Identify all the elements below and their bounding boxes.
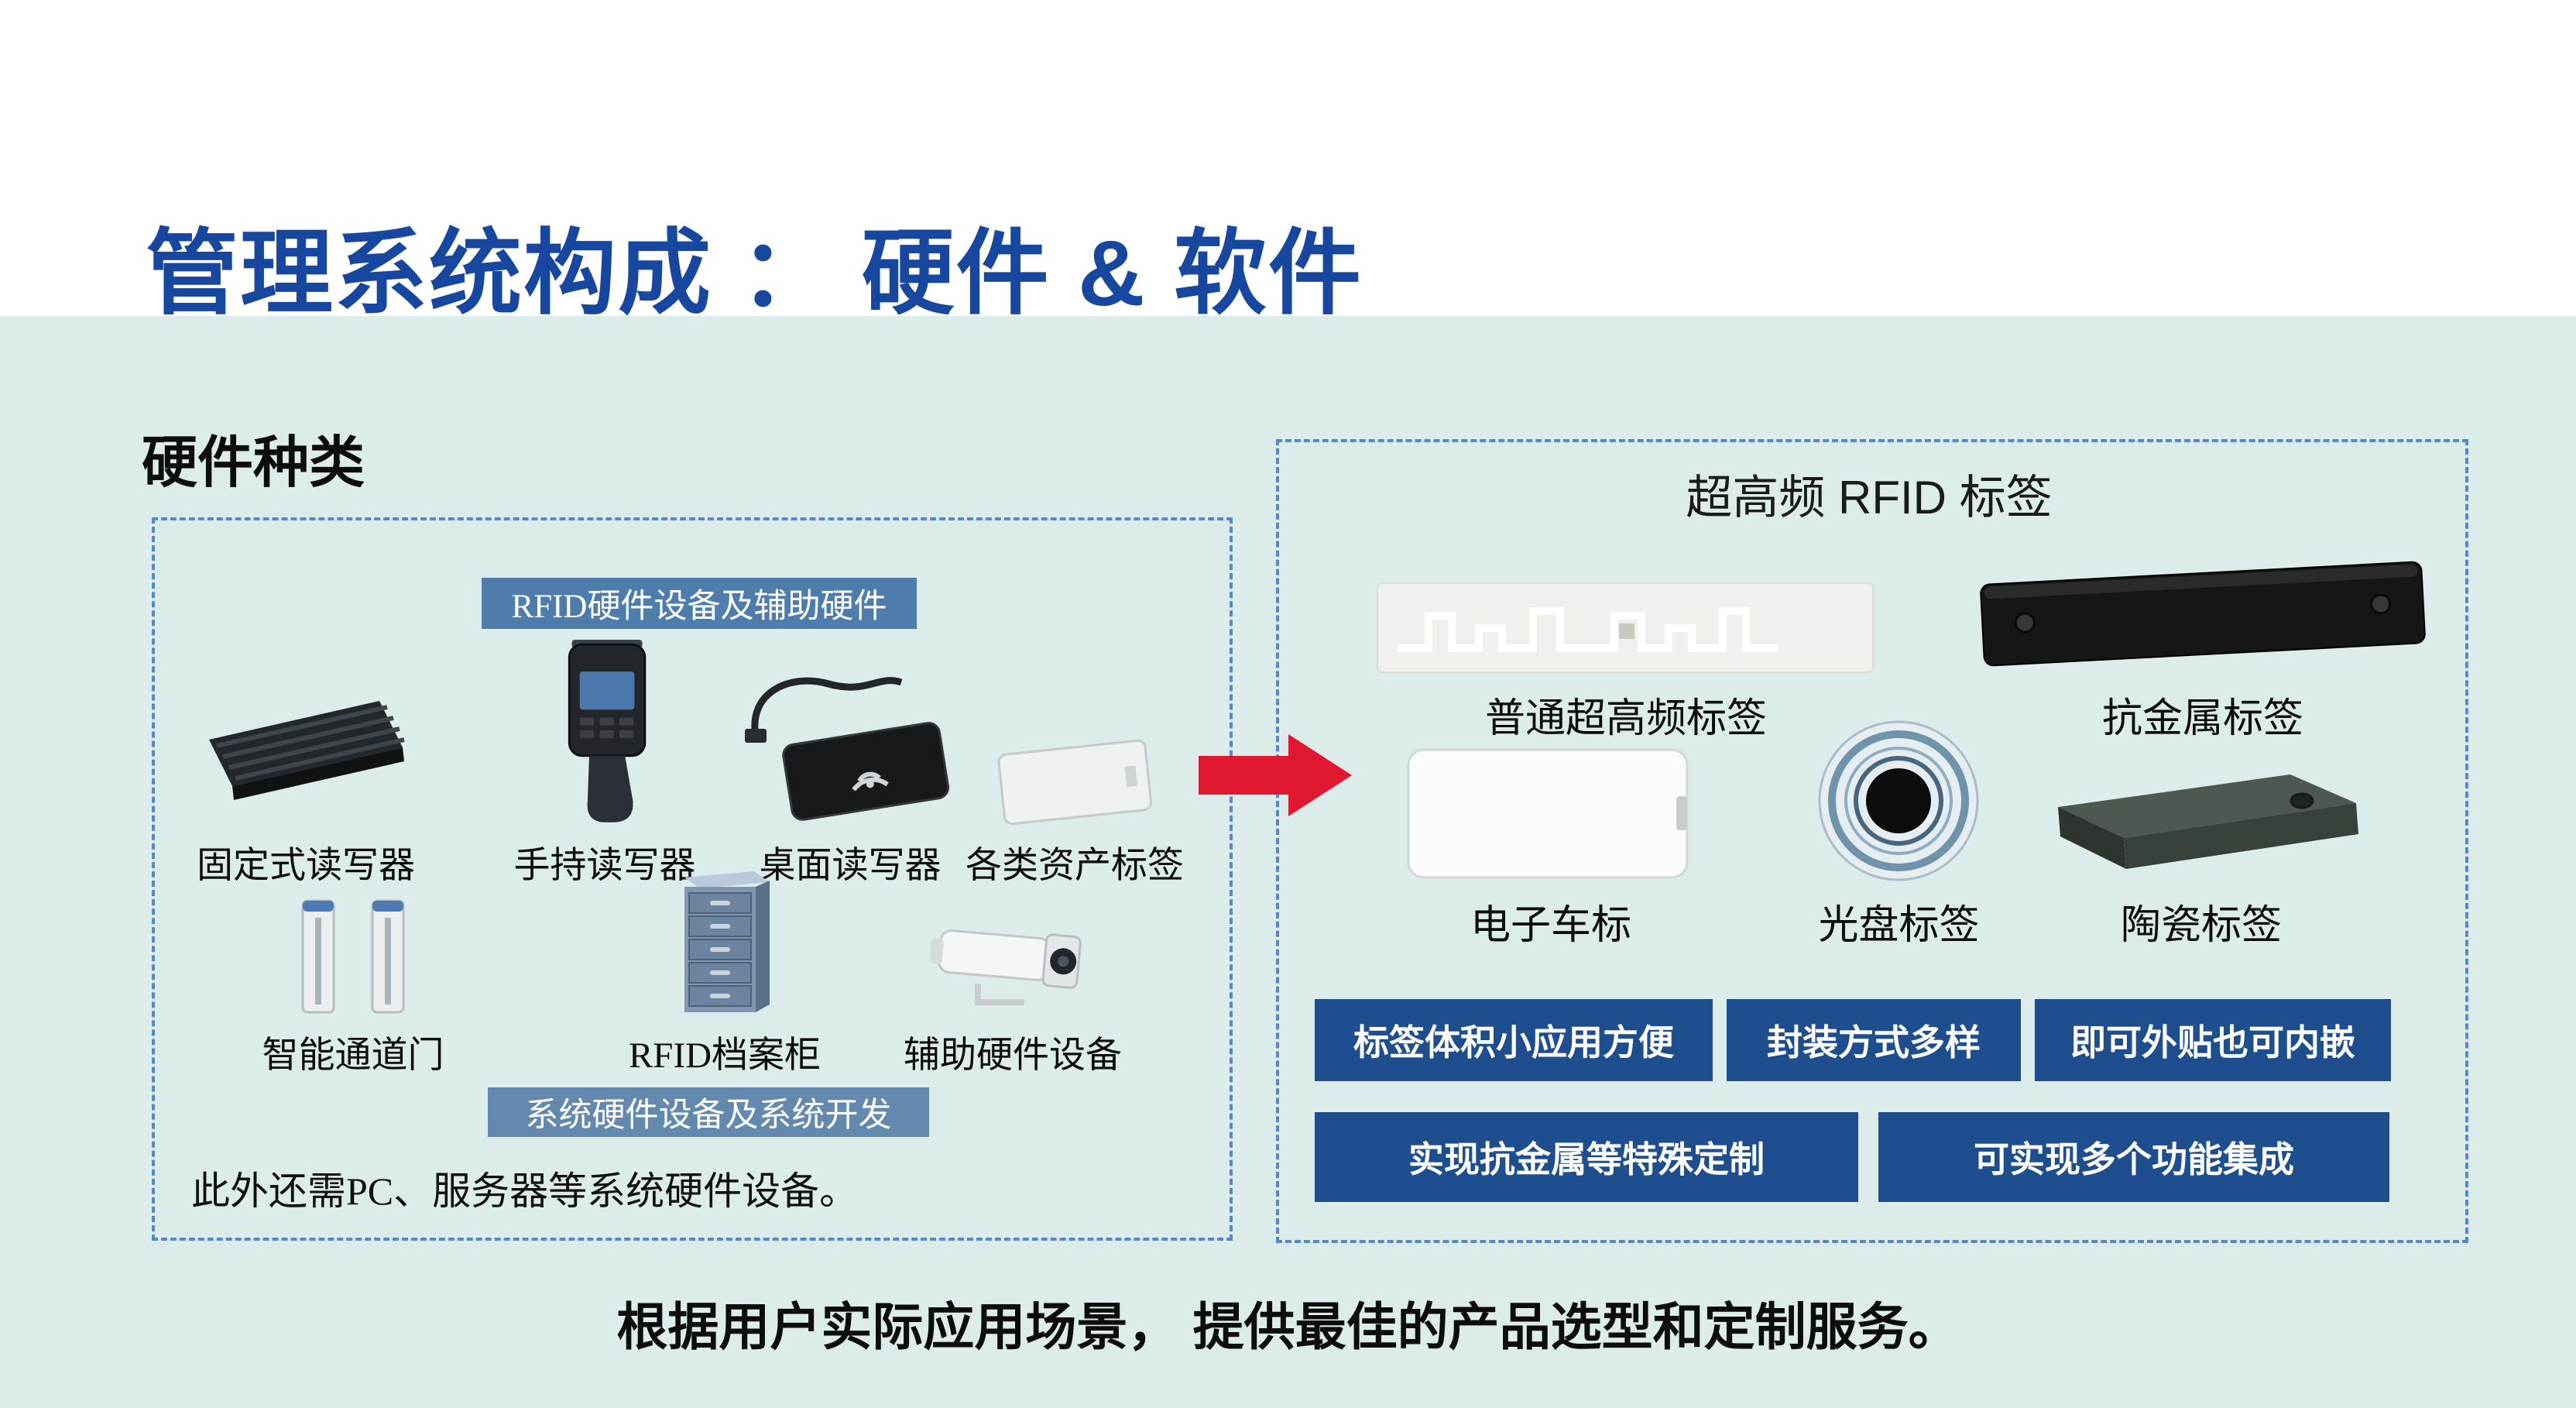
handheld-reader-icon	[568, 640, 646, 822]
device-auxiliary: 辅助硬件设备	[897, 860, 1129, 1078]
tag-label: 光盘标签	[1818, 904, 1980, 948]
tag-label: 抗金属标签	[2101, 697, 2303, 741]
vehicle-tag-icon	[1407, 748, 1689, 879]
smart-gate-image	[237, 860, 469, 1018]
asset-tags-image	[959, 635, 1191, 829]
hardware-section-heading: 硬件种类	[142, 432, 365, 494]
device-label: RFID档案柜	[628, 1035, 822, 1076]
anti-metal-tag-image	[1971, 550, 2435, 678]
handheld-reader-image	[500, 635, 709, 829]
device-label: 辅助硬件设备	[904, 1035, 1122, 1076]
hardware-box	[152, 517, 1233, 1241]
tag-disc: 光盘标签	[1808, 706, 1990, 950]
bottom-note: 根据用户实际应用场景， 提供最佳的产品选型和定制服务。	[616, 1298, 1960, 1355]
desktop-reader-image	[734, 635, 966, 829]
tags-section-heading: 超高频 RFID 标签	[1686, 472, 2053, 524]
flow-arrow	[1199, 730, 1353, 825]
flow-arrow-icon	[1199, 734, 1352, 816]
tag-label: 电子车标	[1470, 904, 1631, 948]
fixed-reader-icon	[209, 701, 405, 800]
feature-badge: 即可外贴也可内嵌	[2035, 999, 2391, 1081]
tag-uhf-inlay: 普通超高频标签	[1374, 550, 1878, 743]
device-label: 智能通道门	[262, 1035, 444, 1076]
device-desktop-reader: 桌面读写器	[734, 635, 966, 888]
hardware-note: 此外还需PC、服务器等系统硬件设备。	[191, 1169, 859, 1213]
smart-gate-icon	[301, 899, 404, 1014]
tag-vehicle: 电子车标	[1400, 706, 1702, 950]
auxiliary-device-icon	[929, 929, 1082, 1005]
tag-label: 陶瓷标签	[2120, 904, 2282, 948]
rfid-hardware-label: RFID硬件设备及辅助硬件	[482, 578, 917, 629]
rfid-cabinet-icon	[684, 871, 770, 1012]
device-rfid-cabinet: RFID档案柜	[609, 860, 841, 1078]
tag-ceramic: 陶瓷标签	[2035, 706, 2368, 950]
disc-tag-image	[1808, 706, 1990, 884]
device-label: 固定式读写器	[197, 846, 415, 886]
uhf-inlay-icon	[1377, 582, 1874, 673]
device-label: 桌面读写器	[759, 846, 942, 886]
feature-badge: 实现抗金属等特殊定制	[1315, 1112, 1858, 1202]
asset-tags-icon	[997, 739, 1153, 826]
uhf-inlay-image	[1374, 550, 1878, 678]
device-handheld-reader: 手持读写器	[500, 635, 709, 888]
device-smart-gate: 智能通道门	[237, 860, 469, 1078]
system-hardware-label: 系统硬件设备及系统开发	[488, 1087, 929, 1137]
feature-badge: 可实现多个功能集成	[1878, 1112, 2389, 1202]
device-label: 各类资产标签	[966, 846, 1184, 886]
device-fixed-reader: 固定式读写器	[186, 635, 426, 888]
feature-badge: 封装方式多样	[1727, 999, 2021, 1081]
tags-box	[1276, 439, 2468, 1243]
tag-anti-metal: 抗金属标签	[1971, 550, 2435, 743]
slide-title: 管理系统构成 ： 硬件 & 软件	[146, 222, 1363, 326]
ceramic-tag-image	[2035, 706, 2368, 884]
device-label: 手持读写器	[513, 846, 696, 886]
desktop-reader-icon	[745, 677, 950, 821]
fixed-reader-image	[186, 635, 426, 829]
anti-metal-tag-icon	[1980, 561, 2426, 667]
rfid-cabinet-image	[609, 860, 841, 1018]
vehicle-tag-image	[1400, 706, 1702, 884]
feature-badge: 标签体积小应用方便	[1315, 999, 1713, 1081]
disc-tag-icon	[1818, 720, 1979, 881]
tag-label: 普通超高频标签	[1484, 697, 1767, 741]
device-asset-tags: 各类资产标签	[959, 635, 1191, 888]
ceramic-tag-icon	[2058, 774, 2358, 869]
auxiliary-device-image	[897, 860, 1129, 1018]
